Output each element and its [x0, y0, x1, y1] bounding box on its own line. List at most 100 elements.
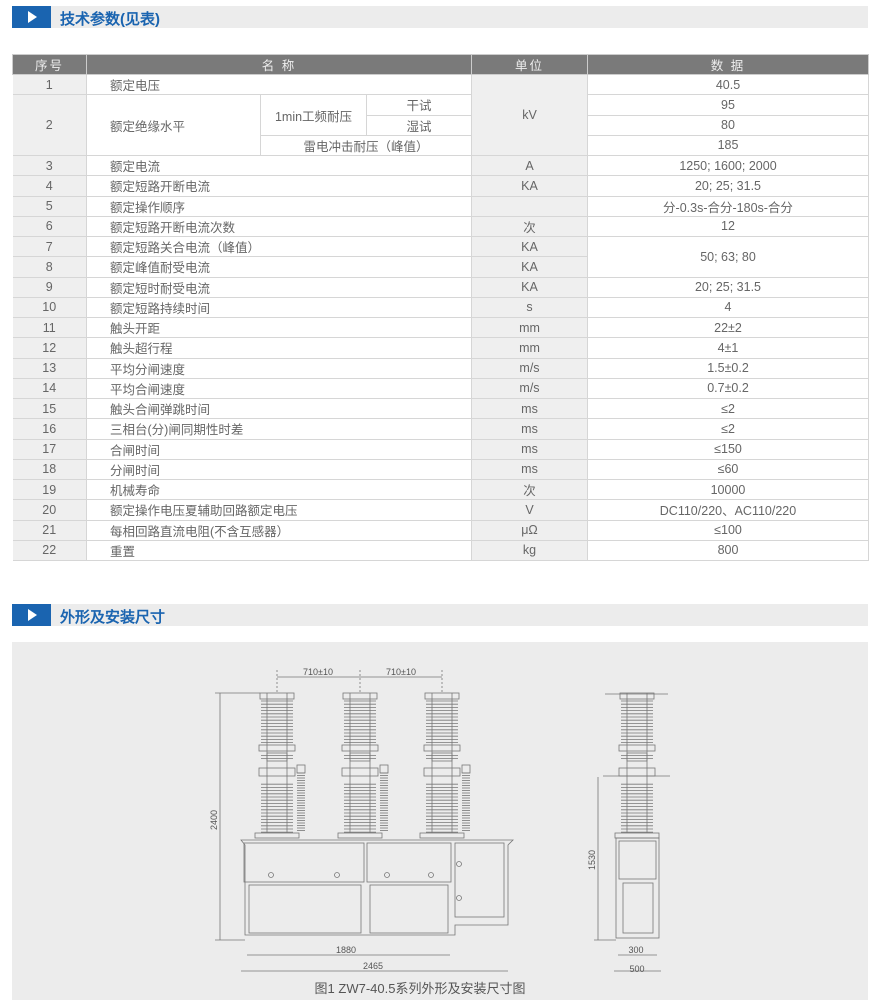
cell-name: 额定短路持续时间	[86, 297, 472, 319]
cell-value: 4	[587, 297, 869, 319]
cell-value: ≤2	[587, 418, 869, 440]
cell-no: 17	[12, 439, 87, 460]
cell-unit: m/s	[471, 378, 588, 400]
cell-name: 机械寿命	[86, 479, 472, 501]
section-title: 外形及安装尺寸	[60, 609, 166, 626]
section-title: 技术参数(见表)	[60, 11, 160, 28]
cell-name: 三相台(分)闸同期性时差	[86, 418, 472, 440]
cell-value: 80	[587, 115, 869, 136]
cell-value: ≤100	[587, 520, 869, 541]
cell-unit: kV	[471, 74, 588, 156]
cell-unit: ms	[471, 439, 588, 460]
cell-unit: s	[471, 297, 588, 319]
cell-value: 800	[587, 540, 869, 562]
dim-inner-width: 1880	[336, 945, 356, 955]
header-name: 名 称	[86, 54, 472, 75]
dim-total-width: 2465	[363, 961, 383, 971]
dim-side-height: 1530	[587, 850, 597, 870]
cell-no: 1	[12, 74, 87, 96]
cell-name: 额定操作顺序	[86, 196, 472, 217]
cell-no: 12	[12, 337, 87, 359]
table-row: 雷电冲击耐压（峰值） 185	[13, 135, 869, 157]
cell-name: 触头合闸弹跳时间	[86, 398, 472, 420]
cell-unit: ms	[471, 459, 588, 481]
cell-no: 6	[12, 216, 87, 238]
cell-unit	[471, 196, 588, 217]
cell-name: 触头开距	[86, 317, 472, 339]
cell-value: 22±2	[587, 317, 869, 339]
cell-name: 额定短路关合电流（峰值）	[86, 236, 472, 258]
cell-no: 21	[12, 520, 87, 541]
header-value: 数 据	[587, 54, 869, 75]
cell-name: 平均合闸速度	[86, 378, 472, 400]
dim-pitch-1: 710±10	[303, 667, 333, 677]
cell-no: 18	[12, 459, 87, 481]
cell-value: ≤60	[587, 459, 869, 481]
cell-value: 40.5	[587, 74, 869, 96]
cell-no: 16	[12, 418, 87, 440]
header-unit: 单位	[471, 54, 588, 75]
cell-no: 11	[12, 317, 87, 339]
cell-value: 1.5±0.2	[587, 358, 869, 379]
cell-name: 额定短路开断电流	[86, 175, 472, 197]
cell-name: 额定操作电压夏辅助回路额定电压	[86, 499, 472, 521]
cell-no: 7	[12, 236, 87, 258]
cell-name: 重置	[86, 540, 472, 562]
dimension-drawing: 710±10 710±10 2400 1880 2465 1530 300 50…	[12, 642, 868, 1000]
figure-caption: 图1 ZW7-40.5系列外形及安装尺寸图	[315, 981, 526, 996]
cell-unit: mm	[471, 317, 588, 339]
spec-table: 序号 名 称 单位 数 据 1 额定电压 kV 40.5 2 额定绝缘水平 1m…	[12, 54, 869, 562]
table-row: 湿试 80	[13, 115, 869, 136]
table-row: 2 额定绝缘水平 1min工频耐压 干试 95	[12, 94, 869, 156]
insulator-pole	[419, 692, 471, 839]
cell-unit: kg	[471, 540, 588, 562]
cell-no: 22	[12, 540, 87, 562]
cell-no: 9	[12, 277, 87, 298]
insulator-pole	[337, 692, 389, 839]
cell-value: ≤150	[587, 439, 869, 460]
cell-unit: ms	[471, 398, 588, 420]
cell-no: 15	[12, 398, 87, 420]
cell-value: 1250; 1600; 2000	[587, 155, 869, 177]
cell-no: 5	[12, 196, 87, 217]
cell-name: 分闸时间	[86, 459, 472, 481]
cell-subname: 干试	[366, 94, 472, 116]
section-header-dimensions: 外形及安装尺寸	[12, 604, 868, 626]
cell-unit: KA	[471, 256, 588, 278]
cell-unit: m/s	[471, 358, 588, 379]
cell-value: 20; 25; 31.5	[587, 175, 869, 197]
table-row: 1 额定电压 kV 40.5	[12, 74, 869, 156]
cell-name: 每相回路直流电阻(不含互感器）	[86, 520, 472, 541]
cell-value: 20; 25; 31.5	[587, 277, 869, 298]
cell-unit: KA	[471, 175, 588, 197]
insulator-pole	[254, 692, 306, 839]
cell-name: 额定短时耐受电流	[86, 277, 472, 298]
cell-value: 12	[587, 216, 869, 238]
cell-no: 4	[12, 175, 87, 197]
cell-value: 10000	[587, 479, 869, 501]
cell-value: 分-0.3s-合分-180s-合分	[587, 196, 869, 217]
cell-unit: 次	[471, 216, 588, 238]
dim-side-inner: 300	[628, 945, 643, 955]
side-insulator-pole	[614, 692, 660, 839]
cell-no: 14	[12, 378, 87, 400]
play-arrow-icon	[12, 6, 51, 28]
cell-name: 额定峰值耐受电流	[86, 256, 472, 278]
play-arrow-icon	[12, 604, 51, 626]
cell-subname: 1min工频耐压	[260, 94, 367, 136]
cell-name: 额定短路开断电流次数	[86, 216, 472, 238]
cell-no: 19	[12, 479, 87, 501]
cell-unit: KA	[471, 277, 588, 298]
cell-no: 2	[12, 94, 87, 156]
